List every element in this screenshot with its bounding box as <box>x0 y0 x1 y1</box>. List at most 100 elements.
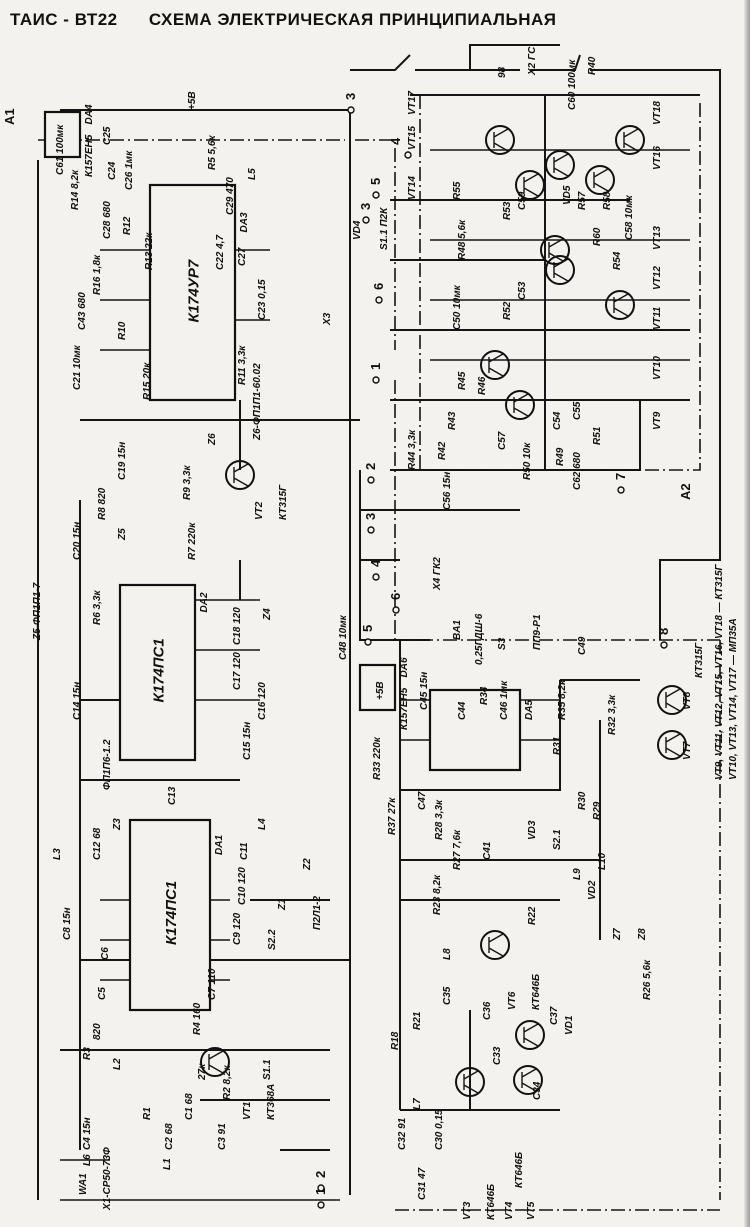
component-label: L5 <box>247 168 258 180</box>
transistor-ref-label: VT14 <box>407 176 418 200</box>
transistor-ref-label: VT17 <box>407 91 418 115</box>
transistor-ref-label: VT10 <box>652 356 663 380</box>
component-label: R30 <box>577 791 588 810</box>
component-label: BA1 <box>452 620 463 640</box>
transistor-vt11-icon <box>605 290 635 320</box>
component-label: L2 <box>112 1058 123 1070</box>
transistor-vt14-icon <box>515 170 545 200</box>
component-label: C57 <box>497 431 508 450</box>
component-label: R14 8,2к <box>70 169 81 210</box>
component-label: C10 120 <box>237 867 248 905</box>
component-label: C36 <box>482 1001 493 1020</box>
component-label: +5В <box>187 91 198 110</box>
pin-number-label: 8 <box>656 628 671 635</box>
transistor-vt3-icon <box>455 1067 485 1097</box>
contact-terminal <box>660 641 668 649</box>
pin-number-label: 5 <box>360 625 375 632</box>
component-label: R42 <box>437 441 448 460</box>
component-label: C61 100мк <box>55 124 66 175</box>
component-label: R10 <box>117 321 128 340</box>
transistor-type-label: КТ315Г <box>694 642 705 678</box>
component-label: C47 <box>417 791 428 810</box>
transistor-symbol <box>523 173 539 197</box>
component-label: C55 <box>572 401 583 420</box>
component-label: VD1 <box>564 1015 575 1035</box>
component-label: C8 15н <box>62 907 73 940</box>
component-label: C34 <box>532 1081 543 1100</box>
component-label: C59 <box>517 191 528 210</box>
component-label: C15 15н <box>242 722 253 760</box>
ic-ref-label: DA6 <box>399 657 410 677</box>
contact-terminal <box>367 526 375 534</box>
component-label: R53 <box>502 201 513 220</box>
transistor-ref-label: VT4 <box>504 1201 515 1220</box>
component-label: C17 120 <box>232 652 243 690</box>
component-label: R1 <box>142 1107 153 1120</box>
transistor-vt15-icon <box>485 125 515 155</box>
ic-ref-label: DA1 <box>214 835 225 855</box>
component-label: S1.1 П2К <box>379 207 390 250</box>
component-label: Z8 <box>637 928 648 941</box>
transistor-ref-label: VT5 <box>526 1201 537 1220</box>
component-label: ФП1П6-1.2 <box>102 739 113 790</box>
component-label: C18 120 <box>232 607 243 645</box>
component-label: 27к <box>197 1063 208 1081</box>
transistor-symbol <box>593 168 609 192</box>
ic-da2 <box>118 583 197 762</box>
component-label: R49 <box>555 447 566 466</box>
contact-terminal <box>372 191 380 199</box>
component-label: Z6 <box>207 433 218 446</box>
component-label: C12 68 <box>92 827 103 860</box>
ic-da5 <box>428 688 522 772</box>
component-label: Z6-ФП1П1-60.02 <box>252 363 263 441</box>
component-label: C45 15н <box>419 672 430 710</box>
component-label: C32 91 <box>397 1117 408 1150</box>
component-label: C43 680 <box>77 292 88 330</box>
transistor-vt13-icon <box>540 235 570 265</box>
transistor-type-label: КТ646Б <box>531 974 542 1010</box>
ic-da4 <box>43 110 82 159</box>
component-label: C14 15н <box>72 682 83 720</box>
transistor-ref-label: VT15 <box>407 126 418 150</box>
component-label: R37 27к <box>387 797 398 835</box>
schematic-title: ТАИС - ВТ22 СХЕМА ЭЛЕКТРИЧЕСКАЯ ПРИНЦИПИ… <box>10 10 582 30</box>
component-label: X3 <box>322 312 333 326</box>
block-label-a1: A1 <box>2 108 17 125</box>
transistor-ref-label: VT8 <box>682 691 693 710</box>
component-label: R13 22к <box>144 232 155 270</box>
pin-number-label: 4 <box>368 559 383 567</box>
contact-terminal <box>392 606 400 614</box>
transistor-type-label: КТ646Б <box>514 1152 525 1188</box>
component-label: C29 470 <box>225 177 236 215</box>
ic-da6 <box>358 663 397 712</box>
component-label: C26 1мк <box>124 150 135 190</box>
transistor-symbol <box>665 688 681 712</box>
ic-ref-label: DA3 <box>239 212 250 232</box>
component-label: C48 10мк <box>338 614 349 660</box>
contact-terminal <box>364 638 372 646</box>
pin-number-label: 3 <box>343 93 358 100</box>
component-label: VD3 <box>527 820 538 840</box>
component-label: C5 <box>97 987 108 1000</box>
transistor-symbol <box>208 1050 224 1074</box>
transistor-ref-label: VT16 <box>652 146 663 170</box>
component-label: R57 <box>577 191 588 210</box>
component-label: Z4 <box>262 608 273 621</box>
component-label: L9 <box>572 868 583 880</box>
ic-type-label: К174ПС1 <box>151 638 168 702</box>
transistor-type-label: КТ315Г <box>278 484 289 520</box>
component-label: C27 <box>237 247 248 266</box>
component-label: C9 120 <box>232 912 243 945</box>
component-label: R6 3,3к <box>92 590 103 625</box>
component-label: R44 3,3к <box>407 429 418 470</box>
transistor-vt2-icon <box>225 460 255 490</box>
component-label: L7 <box>412 1098 423 1110</box>
transistor-vt1-icon <box>200 1047 230 1077</box>
component-label: 820 <box>92 1023 103 1040</box>
component-label: R26 5,6к <box>642 959 653 1000</box>
component-label: L6 <box>82 1154 93 1166</box>
ic-type-label: К174УР7 <box>186 259 203 322</box>
component-label: L1 <box>162 1158 173 1170</box>
component-label: X2 ГС <box>527 46 538 76</box>
component-label: 98 <box>497 66 508 78</box>
